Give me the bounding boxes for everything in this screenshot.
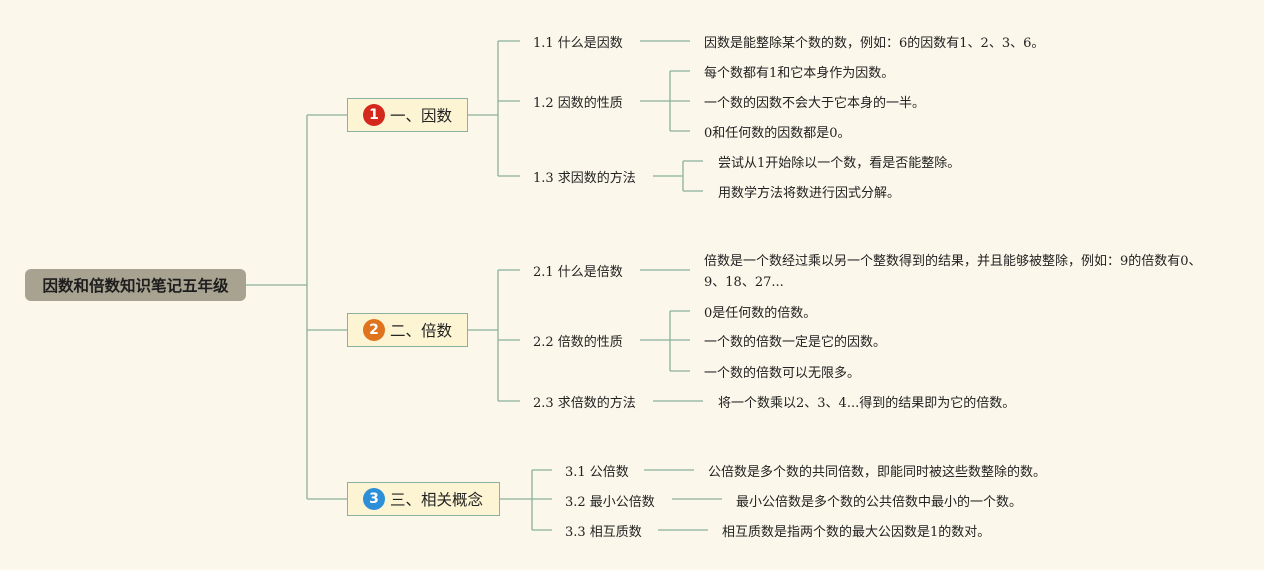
subtopic-2-1[interactable]: 2.1 什么是倍数 xyxy=(533,265,623,280)
subtopic-1-2[interactable]: 1.2 因数的性质 xyxy=(533,96,623,111)
subtopic-1-1[interactable]: 1.1 什么是因数 xyxy=(533,36,623,51)
leaf-1-2-3[interactable]: 0和任何数的因数都是0。 xyxy=(704,126,851,141)
branch-related-concepts[interactable]: 3 三、相关概念 xyxy=(347,482,500,516)
number-3-icon: 3 xyxy=(363,488,385,510)
subtopic-2-2[interactable]: 2.2 倍数的性质 xyxy=(533,335,623,350)
number-2-icon: 2 xyxy=(363,319,385,341)
branch-factors[interactable]: 1 一、因数 xyxy=(347,98,468,132)
leaf-3-3-1[interactable]: 相互质数是指两个数的最大公因数是1的数对。 xyxy=(722,525,991,540)
leaf-3-1-1[interactable]: 公倍数是多个数的共同倍数，即能同时被这些数整除的数。 xyxy=(708,465,1047,480)
subtopic-2-3[interactable]: 2.3 求倍数的方法 xyxy=(533,396,636,411)
leaf-1-2-2[interactable]: 一个数的因数不会大于它本身的一半。 xyxy=(704,96,926,111)
branch-multiples[interactable]: 2 二、倍数 xyxy=(347,313,468,347)
leaf-2-3-1[interactable]: 将一个数乘以2、3、4...得到的结果即为它的倍数。 xyxy=(718,396,1016,411)
leaf-2-2-1[interactable]: 0是任何数的倍数。 xyxy=(704,306,817,321)
root-topic[interactable]: 因数和倍数知识笔记五年级 xyxy=(25,269,246,301)
subtopic-3-3[interactable]: 3.3 相互质数 xyxy=(565,525,642,540)
leaf-1-3-2[interactable]: 用数学方法将数进行因式分解。 xyxy=(718,186,901,201)
subtopic-1-3[interactable]: 1.3 求因数的方法 xyxy=(533,171,636,186)
leaf-3-2-1[interactable]: 最小公倍数是多个数的公共倍数中最小的一个数。 xyxy=(736,495,1023,510)
branch-label: 三、相关概念 xyxy=(390,491,484,509)
leaf-1-1-1[interactable]: 因数是能整除某个数的数，例如：6的因数有1、2、3、6。 xyxy=(704,36,1045,51)
branch-label: 二、倍数 xyxy=(390,322,453,340)
leaf-2-2-2[interactable]: 一个数的倍数一定是它的因数。 xyxy=(704,335,887,350)
leaf-2-1-1[interactable]: 倍数是一个数经过乘以另一个整数得到的结果，并且能够被整除，例如：9的倍数有0、9… xyxy=(704,254,1202,290)
leaf-2-2-3[interactable]: 一个数的倍数可以无限多。 xyxy=(704,366,861,381)
leaf-1-2-1[interactable]: 每个数都有1和它本身作为因数。 xyxy=(704,66,895,81)
leaf-1-3-1[interactable]: 尝试从1开始除以一个数，看是否能整除。 xyxy=(718,156,961,171)
number-1-icon: 1 xyxy=(363,104,385,126)
branch-label: 一、因数 xyxy=(390,107,453,125)
subtopic-3-2[interactable]: 3.2 最小公倍数 xyxy=(565,495,655,510)
subtopic-3-1[interactable]: 3.1 公倍数 xyxy=(565,465,629,480)
